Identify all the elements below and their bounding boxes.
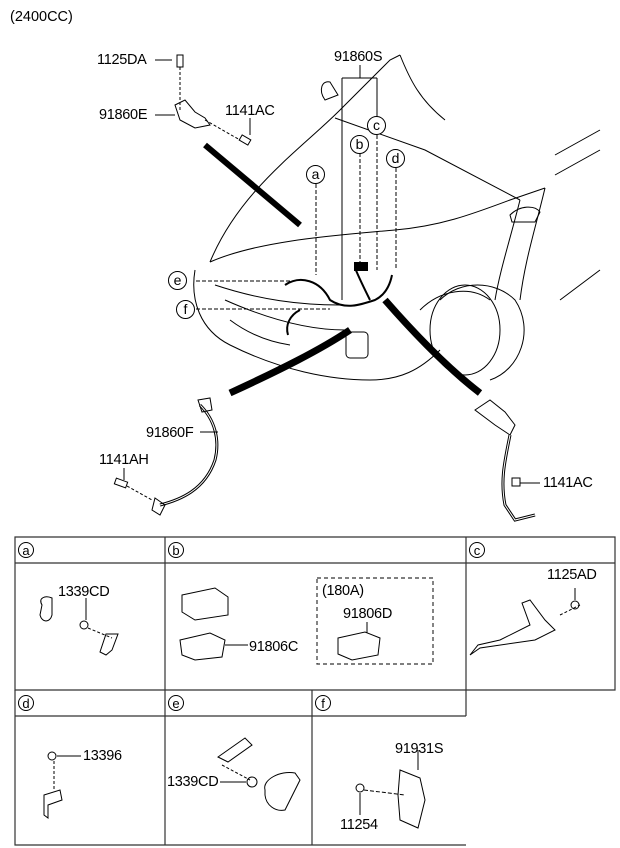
part-label-91860E: 91860E [99, 107, 148, 123]
harness-strip-bottom [228, 327, 352, 397]
detail-header-e: e [168, 695, 184, 711]
callout-a: a [306, 165, 325, 184]
leader-91860S [341, 65, 378, 300]
callout-d: d [386, 149, 405, 168]
detail-header-a: a [18, 542, 34, 558]
option-label-180A: (180A) [322, 583, 364, 599]
part-label-11254: 11254 [340, 817, 378, 833]
part-label-13396: 13396 [83, 748, 122, 764]
callout-c: c [367, 116, 386, 135]
part-label-91860S: 91860S [334, 49, 383, 65]
connector-91806D-drawing [337, 622, 381, 661]
detail-table-grid [14, 536, 616, 846]
callout-b: b [350, 135, 369, 154]
part-label-1339CD-e: 1339CD [167, 774, 219, 790]
part-label-91931S: 91931S [395, 741, 444, 757]
bracket-91860E-drawing [155, 54, 252, 146]
callout-f: f [176, 300, 195, 319]
detail-header-c: c [469, 542, 485, 558]
clip-1339CD-a-drawing [39, 596, 119, 656]
engine-wiring-harness [284, 262, 393, 336]
part-label-1141AC-right: 1141AC [543, 475, 593, 491]
part-label-1125AD: 1125AD [547, 567, 597, 583]
part-label-91806C: 91806C [249, 639, 298, 655]
clip-1339CD-e-drawing [217, 737, 301, 811]
connector-91806C-drawing [179, 587, 248, 661]
bracket-91931S-f-drawing [355, 750, 426, 829]
engine-variant-label: (2400CC) [10, 9, 73, 25]
battery-cable-91860F-drawing [113, 397, 219, 516]
detail-header-b: b [168, 542, 184, 558]
part-label-1125DA: 1125DA [97, 52, 147, 68]
bracket-1125AD-c-drawing [469, 588, 581, 656]
part-label-91860F: 91860F [146, 425, 194, 441]
part-label-1141AC-top: 1141AC [225, 103, 275, 119]
part-label-1339CD-a: 1339CD [58, 584, 110, 600]
part-label-91806D: 91806D [343, 606, 392, 622]
detail-header-d: d [18, 695, 34, 711]
part-label-1141AH: 1141AH [99, 452, 149, 468]
callout-e: e [168, 271, 187, 290]
battery-cable-right-drawing [474, 399, 540, 522]
detail-header-f: f [315, 695, 331, 711]
clip-13396-d-drawing [43, 751, 81, 819]
harness-strip-right [382, 297, 483, 396]
harness-strip-top [203, 142, 302, 228]
